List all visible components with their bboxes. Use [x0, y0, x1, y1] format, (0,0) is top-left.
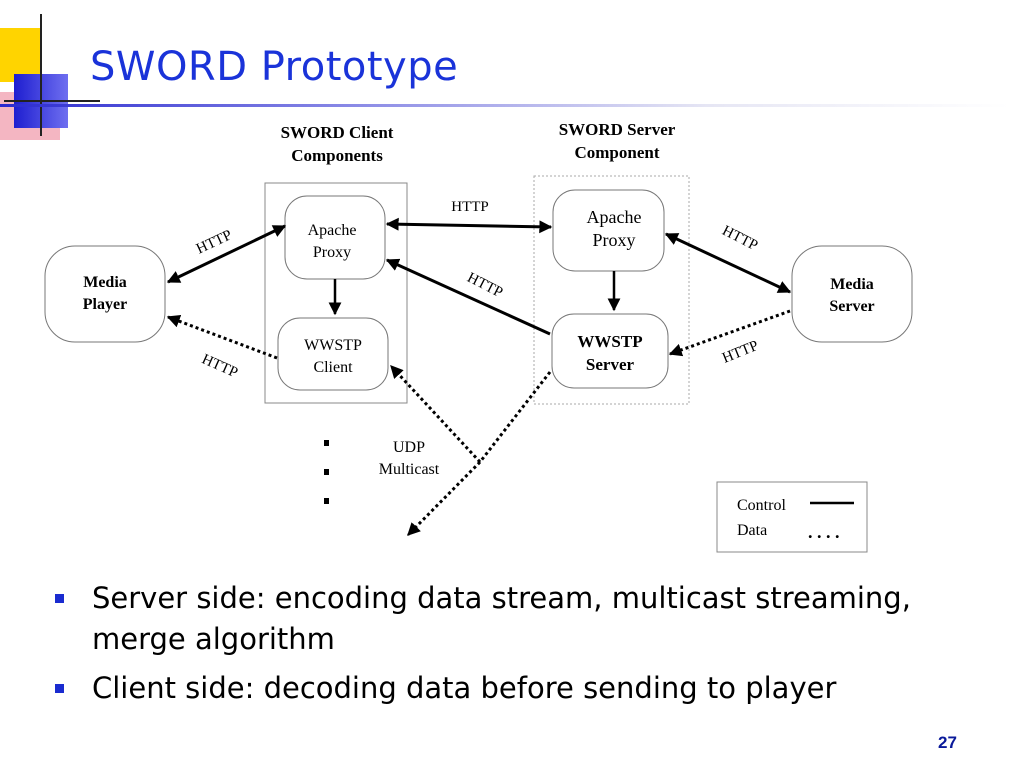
bullet-square-icon — [55, 684, 64, 693]
bullet-list: Server side: encoding data stream, multi… — [55, 578, 955, 717]
label-http-proxy-proxy: HTTP — [451, 199, 489, 215]
label-http-player-wwstp: HTTP — [199, 351, 240, 381]
dotted-line-wwstp-server-multicast — [478, 371, 552, 463]
bullet-text-server: Server side: encoding data stream, multi… — [92, 581, 911, 656]
corner-yellow-square — [0, 28, 42, 82]
legend-data-symbol: . . . . — [808, 522, 840, 542]
ellipsis-dot-2 — [324, 469, 329, 475]
architecture-diagram: SWORD Client Components SWORD Server Com… — [44, 120, 913, 553]
wwstp-client-label-line-2: Client — [313, 359, 353, 376]
media-server-label-line-1: Media — [830, 276, 874, 293]
media-server-node — [791, 245, 913, 343]
client-apache-proxy-label-line-2: Proxy — [313, 244, 351, 261]
wwstp-server-label-line-1: WWSTP — [577, 332, 642, 351]
dotted-arrow-wwstp-to-player — [166, 315, 278, 360]
client-components-box — [264, 182, 408, 404]
title-underline — [0, 104, 1010, 107]
media-player-label-line-2: Player — [83, 296, 127, 313]
server-apache-proxy-node — [552, 189, 665, 272]
corner-horizontal-line — [4, 100, 100, 102]
wwstp-client-label-line-1: WWSTP — [304, 337, 362, 354]
media-player-node — [44, 245, 166, 343]
server-group-label-line-2: Component — [574, 143, 659, 162]
corner-decoration — [0, 0, 100, 140]
ellipsis-dot-1 — [324, 440, 329, 446]
bullet-square-icon — [55, 594, 64, 603]
label-http-proxy-media-server: HTTP — [719, 223, 760, 254]
media-server-label-line-2: Server — [829, 298, 874, 315]
legend-data-label: Data — [737, 522, 767, 539]
ellipsis-dot-3 — [324, 498, 329, 504]
arrow-wwstp-server-to-proxy — [385, 258, 551, 336]
corner-vertical-line — [40, 14, 42, 136]
arrow-player-proxy — [166, 224, 287, 284]
client-group-label-line-2: Components — [291, 146, 383, 165]
label-udp: UDP — [393, 439, 425, 456]
bullet-item-client: Client side: decoding data before sendin… — [55, 668, 955, 709]
dotted-arrow-multicast-to-wwstp-client — [389, 364, 482, 464]
media-player-label-line-1: Media — [83, 274, 127, 291]
bullet-item-server: Server side: encoding data stream, multi… — [55, 578, 955, 660]
client-group-label-line-1: SWORD Client — [281, 123, 394, 142]
arrow-proxy-media-server — [664, 232, 792, 294]
bullet-text-client: Client side: decoding data before sendin… — [92, 671, 837, 705]
label-multicast: Multicast — [379, 461, 440, 478]
legend-control-label: Control — [737, 497, 786, 514]
label-http-media-server-wwstp: HTTP — [720, 338, 761, 367]
server-apache-proxy-label-line-1: Apache — [587, 207, 642, 227]
wwstp-server-node — [551, 313, 669, 389]
page-number: 27 — [938, 733, 957, 752]
wwstp-client-node — [277, 317, 389, 391]
legend-box — [716, 481, 868, 553]
slide-title: SWORD Prototype — [90, 44, 459, 90]
wwstp-server-label-line-2: Server — [586, 355, 635, 374]
dotted-arrow-multicast-to-others — [406, 460, 482, 537]
server-apache-proxy-label-line-2: Proxy — [592, 230, 635, 250]
client-apache-proxy-label-line-1: Apache — [308, 222, 357, 239]
server-group-label-line-1: SWORD Server — [559, 120, 676, 139]
arrow-proxy-proxy — [385, 217, 553, 234]
